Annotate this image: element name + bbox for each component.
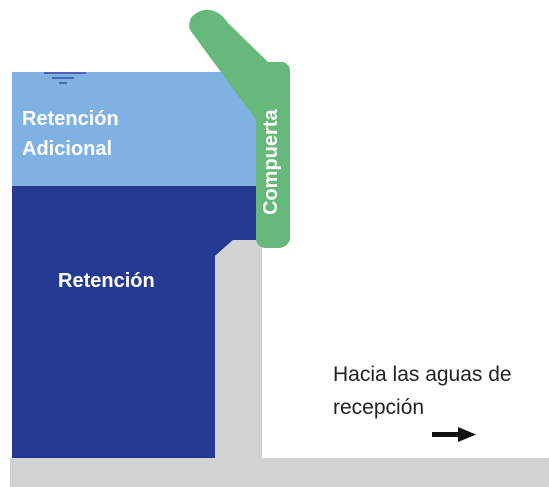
gate bbox=[189, 9, 290, 249]
flow-label-line1: Hacia las aguas de bbox=[333, 363, 512, 386]
wall bbox=[215, 240, 262, 458]
gate-label: Compuerta bbox=[260, 109, 282, 215]
extra-retention-area bbox=[12, 72, 272, 188]
extra-retention-label-line2: Adicional bbox=[22, 138, 113, 160]
retention-label: Retención bbox=[58, 270, 155, 292]
extra-retention-label-line1: Retención bbox=[22, 108, 119, 130]
flow-label: Hacia las aguas de recepción bbox=[333, 358, 512, 424]
water-level-icon bbox=[44, 72, 86, 84]
retention-area bbox=[12, 186, 262, 458]
ground bbox=[10, 458, 549, 487]
flow-label-line2: recepción bbox=[333, 396, 425, 419]
extra-retention-label: Retención Adicional bbox=[22, 104, 119, 164]
right-arrow-icon bbox=[432, 427, 476, 442]
